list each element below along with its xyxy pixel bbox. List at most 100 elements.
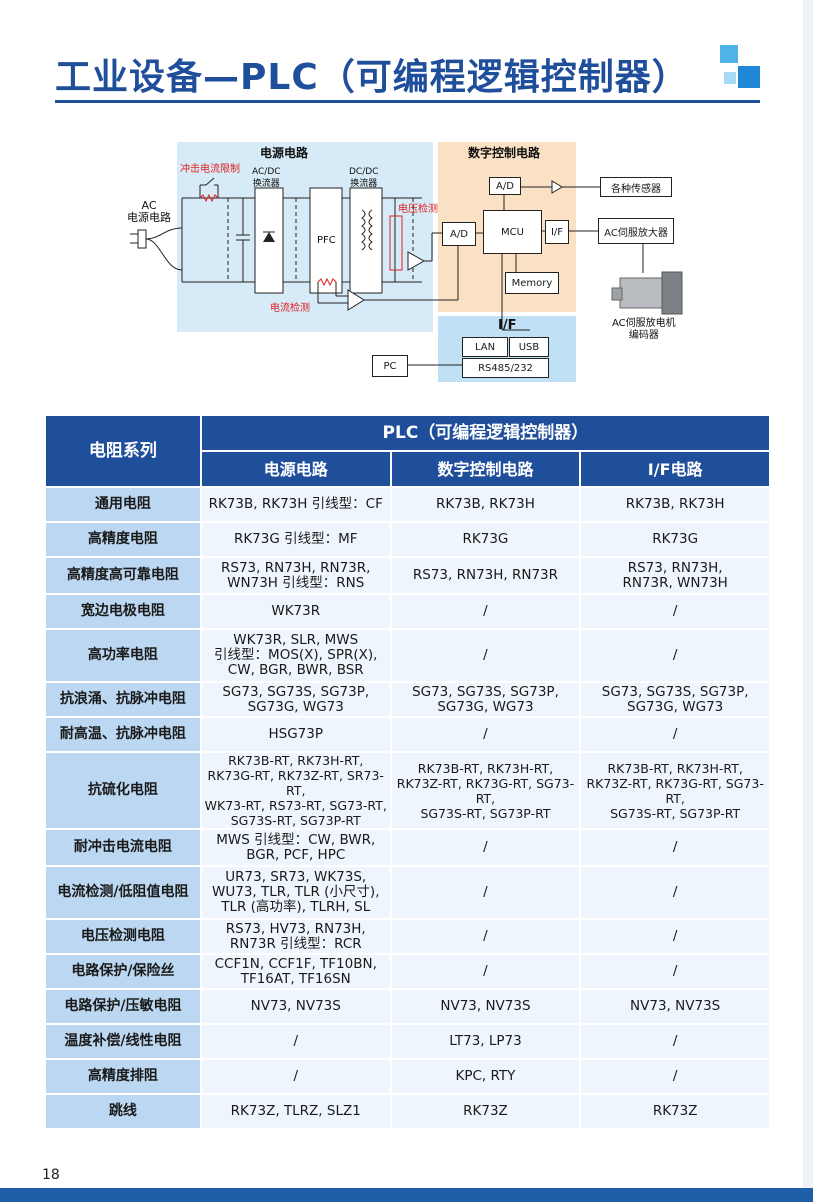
pfc-label: PFC bbox=[317, 235, 336, 246]
column-header: 数字控制电路 bbox=[391, 452, 580, 486]
table-cell: / bbox=[391, 955, 580, 988]
table-cell: SG73, SG73S, SG73P, SG73G, WG73 bbox=[201, 683, 390, 716]
rs485-box: RS485/232 bbox=[462, 358, 549, 378]
ad-converter-box: A/D bbox=[489, 177, 521, 195]
row-header: 电路保护/压敏电阻 bbox=[46, 990, 200, 1023]
table-cell: CCF1N, CCF1F, TF10BN, TF16AT, TF16SN bbox=[201, 955, 390, 988]
sensors-box: 各种传感器 bbox=[600, 177, 672, 197]
table-cell: / bbox=[581, 867, 769, 918]
row-header: 高精度高可靠电阻 bbox=[46, 558, 200, 593]
dcdc-label: DC/DC 换流器 bbox=[349, 167, 379, 189]
table-cell: / bbox=[581, 955, 769, 988]
row-header: 抗硫化电阻 bbox=[46, 753, 200, 828]
table-row: 高精度排阻/KPC, RTY/ bbox=[46, 1060, 769, 1093]
pc-box: PC bbox=[372, 355, 408, 377]
table-cell: RK73B, RK73H bbox=[391, 488, 580, 521]
table-cell: LT73, LP73 bbox=[391, 1025, 580, 1058]
row-header: 高功率电阻 bbox=[46, 630, 200, 681]
table-cell: / bbox=[201, 1060, 390, 1093]
page-title: 工业设备—PLC（可编程逻辑控制器） bbox=[55, 57, 689, 98]
table-cell: / bbox=[581, 630, 769, 681]
mcu-box: MCU bbox=[483, 210, 542, 254]
table-cell: RS73, RN73H, RN73R, WN73H bbox=[581, 558, 769, 593]
ad-converter-box: A/D bbox=[442, 222, 476, 246]
row-header: 通用电阻 bbox=[46, 488, 200, 521]
row-header: 抗浪涌、抗脉冲电阻 bbox=[46, 683, 200, 716]
series-header: 电阻系列 bbox=[46, 416, 200, 486]
table-cell: / bbox=[581, 920, 769, 953]
decor-square bbox=[724, 72, 736, 84]
row-header: 耐高温、抗脉冲电阻 bbox=[46, 718, 200, 751]
column-header: I/F电路 bbox=[581, 452, 769, 486]
table-cell: / bbox=[391, 718, 580, 751]
table-cell: RS73, HV73, RN73H, RN73R 引线型：RCR bbox=[201, 920, 390, 953]
row-header: 电流检测/低阻值电阻 bbox=[46, 867, 200, 918]
table-cell: WK73R bbox=[201, 595, 390, 628]
row-header: 电压检测电阻 bbox=[46, 920, 200, 953]
table-cell: / bbox=[391, 867, 580, 918]
table-cell: / bbox=[581, 595, 769, 628]
table-cell: UR73, SR73, WK73S, WU73, TLR, TLR (小尺寸),… bbox=[201, 867, 390, 918]
table-cell: WK73R, SLR, MWS 引线型：MOS(X), SPR(X), CW, … bbox=[201, 630, 390, 681]
if-section-label: I/F bbox=[498, 318, 517, 333]
lan-box: LAN bbox=[462, 337, 508, 357]
voltage-detect-label: 电压检测 bbox=[398, 204, 438, 215]
plc-header: PLC（可编程逻辑控制器） bbox=[201, 416, 769, 450]
usb-box: USB bbox=[509, 337, 549, 357]
table-cell: RS73, RN73H, RN73R, WN73H 引线型：RNS bbox=[201, 558, 390, 593]
side-bar bbox=[803, 0, 813, 1202]
table-cell: RK73G 引线型：MF bbox=[201, 523, 390, 556]
servo-motor-label: AC伺服放电机 编码器 bbox=[612, 318, 676, 341]
table-cell: SG73, SG73S, SG73P, SG73G, WG73 bbox=[391, 683, 580, 716]
circuit-diagram: 电源电路 数字控制电路 AC 电源电路 冲击电流限制 AC/DC 换流器 PFC… bbox=[0, 130, 813, 390]
row-header: 温度补偿/线性电阻 bbox=[46, 1025, 200, 1058]
acdc-label: AC/DC 换流器 bbox=[252, 167, 281, 189]
table-cell: NV73, NV73S bbox=[201, 990, 390, 1023]
ac-input-label: AC 电源电路 bbox=[127, 199, 171, 224]
decor-square bbox=[738, 66, 760, 88]
table-cell: / bbox=[201, 1025, 390, 1058]
table-cell: / bbox=[391, 920, 580, 953]
table-cell: SG73, SG73S, SG73P, SG73G, WG73 bbox=[581, 683, 769, 716]
column-header: 电源电路 bbox=[201, 452, 390, 486]
table-cell: NV73, NV73S bbox=[391, 990, 580, 1023]
table-cell: / bbox=[391, 595, 580, 628]
table-cell: RK73B-RT, RK73H-RT, RK73Z-RT, RK73G-RT, … bbox=[581, 753, 769, 828]
title-underline bbox=[55, 100, 760, 103]
table-cell: MWS 引线型：CW, BWR, BGR, PCF, HPC bbox=[201, 830, 390, 865]
table-cell: RK73Z, TLRZ, SLZ1 bbox=[201, 1095, 390, 1128]
table-cell: / bbox=[391, 830, 580, 865]
table-cell: / bbox=[581, 830, 769, 865]
table-cell: RK73G bbox=[581, 523, 769, 556]
current-detect-label: 电流检测 bbox=[270, 303, 310, 314]
row-header: 高精度电阻 bbox=[46, 523, 200, 556]
if-box: I/F bbox=[545, 220, 569, 244]
row-header: 高精度排阻 bbox=[46, 1060, 200, 1093]
table-cell: / bbox=[391, 630, 580, 681]
digital-section-label: 数字控制电路 bbox=[468, 146, 541, 160]
table-cell: RK73Z bbox=[391, 1095, 580, 1128]
table-row: 温度补偿/线性电阻/LT73, LP73/ bbox=[46, 1025, 769, 1058]
page-number: 18 bbox=[42, 1167, 60, 1183]
row-header: 耐冲击电流电阻 bbox=[46, 830, 200, 865]
table-cell: RK73G bbox=[391, 523, 580, 556]
table-cell: RK73B-RT, RK73H-RT, RK73G-RT, RK73Z-RT, … bbox=[201, 753, 390, 828]
decor-square bbox=[720, 45, 738, 63]
inrush-limit-label: 冲击电流限制 bbox=[180, 164, 240, 175]
servo-amp-box: AC伺服放大器 bbox=[598, 218, 674, 244]
table-cell: NV73, NV73S bbox=[581, 990, 769, 1023]
